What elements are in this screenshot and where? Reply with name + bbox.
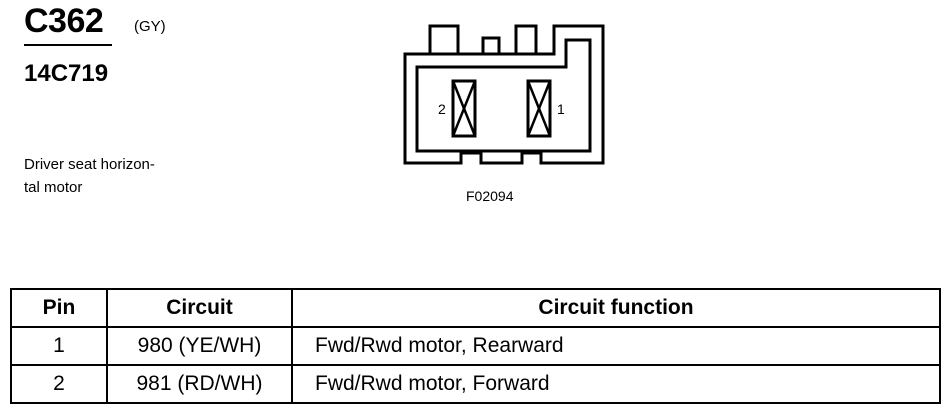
pin-cavity-1 <box>526 79 552 138</box>
connector-color: (GY) <box>134 18 166 35</box>
connector-id: C362 <box>24 2 104 40</box>
table-row: 1 980 (YE/WH) Fwd/Rwd motor, Rearward <box>10 326 941 366</box>
connector-id-underline <box>24 44 112 46</box>
circuit-cell: 980 (YE/WH) <box>106 326 293 366</box>
pin-label-2: 2 <box>438 101 446 117</box>
header-circuit: Circuit <box>106 288 293 328</box>
pin-cell: 2 <box>10 364 108 404</box>
table-row: 2 981 (RD/WH) Fwd/Rwd motor, Forward <box>10 364 941 404</box>
header-circuit-function: Circuit function <box>291 288 941 328</box>
pin-cell: 1 <box>10 326 108 366</box>
connector-inner-cavity <box>415 38 592 153</box>
circuit-cell: 981 (RD/WH) <box>106 364 293 404</box>
pin-table: Pin Circuit Circuit function 1 980 (YE/W… <box>10 288 941 404</box>
circuit-function-cell: Fwd/Rwd motor, Forward <box>291 364 941 404</box>
top-latch-center <box>481 36 501 56</box>
top-latch-right <box>514 24 538 56</box>
connector-face-diagram: 2 1 <box>403 24 605 165</box>
part-number: 14C719 <box>24 60 109 87</box>
header-pin: Pin <box>10 288 108 328</box>
connector-outer-shell <box>403 24 605 165</box>
figure-id: F02094 <box>466 188 514 204</box>
top-latch-left <box>428 24 460 56</box>
table-header-row: Pin Circuit Circuit function <box>10 288 941 328</box>
pin-label-1: 1 <box>557 101 565 117</box>
pin-cavity-2 <box>451 79 477 138</box>
circuit-function-cell: Fwd/Rwd motor, Rearward <box>291 326 941 366</box>
connector-description: Driver seat horizon- tal motor <box>24 156 155 196</box>
